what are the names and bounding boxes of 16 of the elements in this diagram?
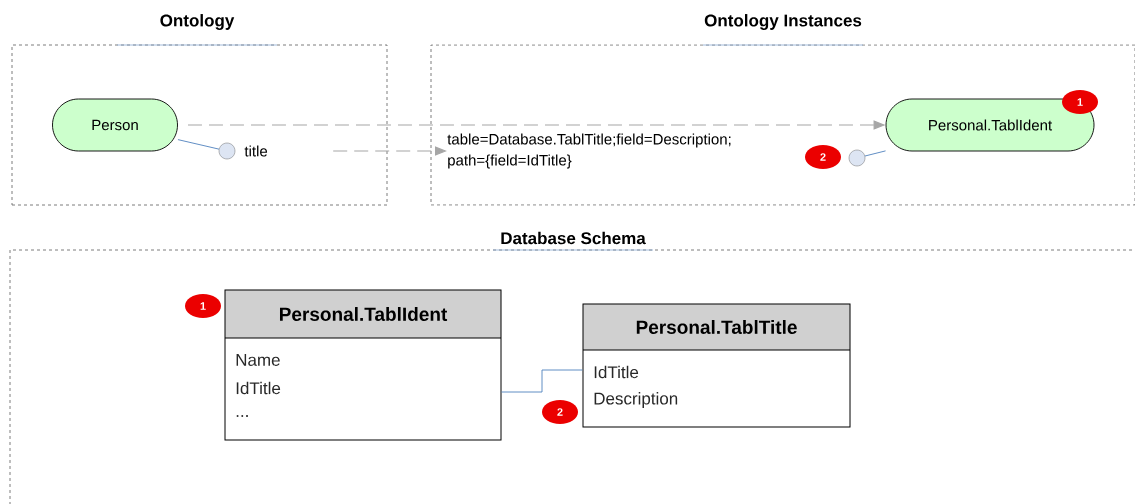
callout-number: 2 [805, 145, 841, 169]
connector-line [177, 139, 220, 150]
rounded-node: Person [52, 98, 178, 152]
connector-line [501, 369, 583, 393]
callout-number: 1 [1062, 90, 1098, 114]
node-label: title [244, 145, 268, 157]
callout-number: 1 [185, 294, 221, 318]
connector-circle [848, 149, 866, 167]
callout-number: 2 [542, 400, 578, 424]
connector-line [864, 150, 886, 157]
node-label: Ontology [160, 14, 235, 30]
table: Personal.TablTitle IdTitle Description [582, 303, 851, 428]
mapping-text: table=Database.TablTitle;field=Description; path={field=IdTitle} [447, 133, 731, 169]
node-label: Database Schema [501, 231, 646, 245]
node-label: Ontology Instances [704, 14, 862, 30]
table: Personal.TablIdent Name IdTitle ... [224, 289, 502, 441]
